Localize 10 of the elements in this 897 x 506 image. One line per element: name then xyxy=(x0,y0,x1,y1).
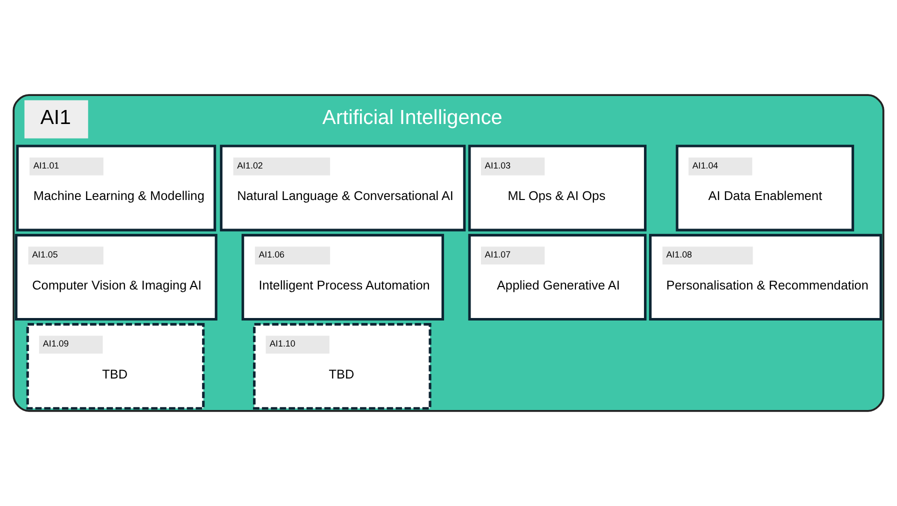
node-box: AI1.01 Machine Learning & Modelling xyxy=(16,144,216,232)
node-box: AI1.06 Intelligent Process Automation xyxy=(242,234,444,320)
node-box: AI1.02 Natural Language & Conversational AI xyxy=(220,144,466,232)
node-box: AI1.04 AI Data Enablement xyxy=(676,144,854,232)
node-box: AI1.05 Computer Vision & Imaging AI xyxy=(14,234,218,320)
node-box: AI1.03 ML Ops & AI Ops xyxy=(468,144,647,232)
node-box: AI1.07 Applied Generative AI xyxy=(468,234,647,320)
node-box: AI1.08 Personalisation & Recommendation xyxy=(649,234,882,320)
node-box: AI1.09 TBD xyxy=(26,323,205,410)
node-box: AI1.10 TBD xyxy=(253,323,432,410)
